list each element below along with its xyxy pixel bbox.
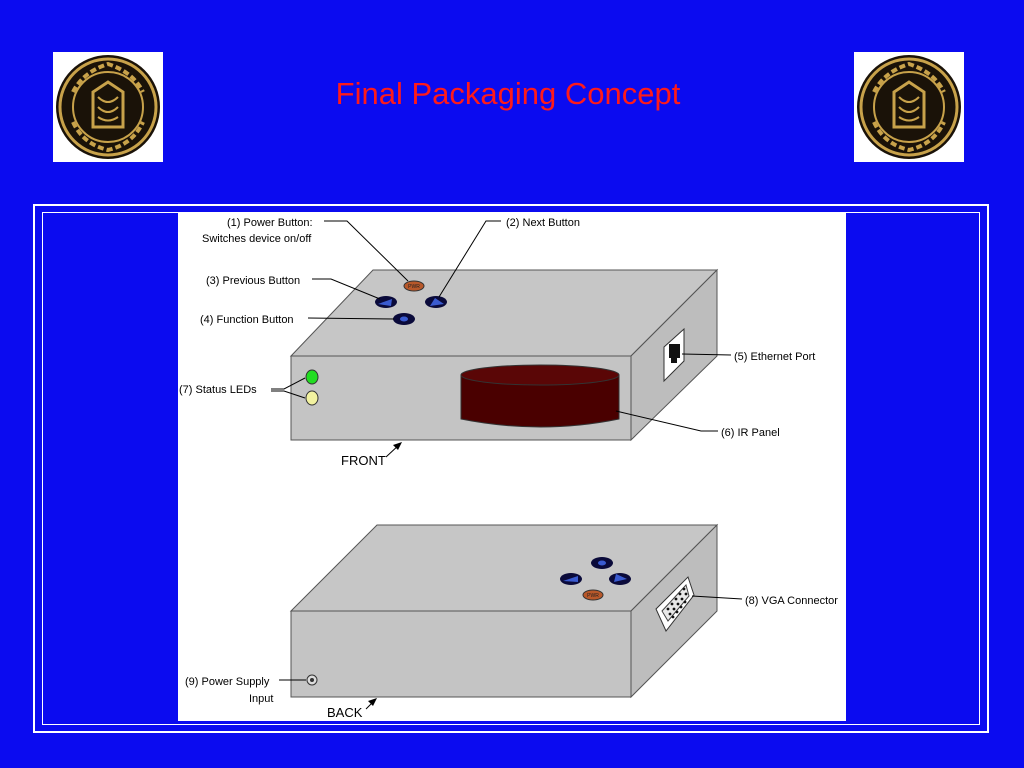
back-view-label: BACK xyxy=(327,705,363,720)
callout-line-led-green xyxy=(271,377,306,390)
callout-line-next xyxy=(438,220,501,298)
callout-status-leds: (7) Status LEDs xyxy=(179,384,257,396)
vga-connector-body xyxy=(661,583,690,622)
callout-line-led-yellow xyxy=(271,390,306,399)
power-supply-jack-center xyxy=(310,678,314,682)
status-led-yellow xyxy=(305,390,319,406)
content-frame-outer xyxy=(33,204,989,733)
packaging-diagram: PWR (1) Power Button: Switches device on… xyxy=(178,213,846,721)
callout-next-button: (2) Next Button xyxy=(506,217,580,229)
ethernet-port-icon xyxy=(669,344,680,358)
callout-function-button: (4) Function Button xyxy=(200,314,294,326)
front-view-label: FRONT xyxy=(341,453,386,468)
callout-line-power xyxy=(324,220,409,282)
function-button-dot xyxy=(400,316,408,322)
power-button-label: PWR xyxy=(408,284,420,290)
back-device-front-face xyxy=(290,610,632,698)
callout-power-button-line2: Switches device on/off xyxy=(202,233,312,245)
next-arrow-icon xyxy=(430,298,444,306)
callout-line-ir xyxy=(615,410,718,432)
vga-pins-icon xyxy=(666,587,688,619)
front-device: PWR xyxy=(289,268,719,442)
ethernet-port-tab xyxy=(671,358,677,363)
back-device: PWR xyxy=(289,523,719,699)
callout-power-supply-line1: (9) Power Supply xyxy=(185,676,270,688)
ir-panel-top xyxy=(460,364,620,386)
slide-title: Final Packaging Concept xyxy=(335,76,681,111)
callout-ethernet-port: (5) Ethernet Port xyxy=(734,351,815,363)
back-function-button-dot xyxy=(598,560,606,566)
callout-vga-connector: (8) VGA Connector xyxy=(745,595,838,607)
back-callouts: (8) VGA Connector (9) Power Supply Input… xyxy=(185,595,838,720)
callout-line-previous xyxy=(312,278,381,300)
previous-arrow-icon xyxy=(378,299,392,306)
callout-line-function xyxy=(307,317,395,320)
callout-ir-panel: (6) IR Panel xyxy=(721,427,780,439)
purdue-university-seal-icon xyxy=(857,55,961,159)
back-next-arrow-icon xyxy=(563,576,578,582)
logo-right xyxy=(854,52,964,162)
front-arrow-icon xyxy=(393,442,402,450)
content-frame-inner xyxy=(42,212,980,725)
purdue-university-seal-icon xyxy=(56,55,160,159)
power-button xyxy=(403,280,425,292)
back-power-button-label: PWR xyxy=(587,593,599,599)
status-led-green xyxy=(305,369,319,385)
back-arrow-icon xyxy=(368,698,377,706)
callout-power-supply-line2: Input xyxy=(249,693,273,705)
back-previous-arrow-icon xyxy=(614,574,627,582)
callout-line-ethernet xyxy=(681,353,732,356)
logo-left xyxy=(53,52,163,162)
callout-previous-button: (3) Previous Button xyxy=(206,275,300,287)
back-power-button xyxy=(582,589,604,601)
callout-line-vga xyxy=(691,595,743,600)
callout-power-button-line1: (1) Power Button: xyxy=(227,217,313,229)
front-callouts: (1) Power Button: Switches device on/off… xyxy=(179,217,815,468)
